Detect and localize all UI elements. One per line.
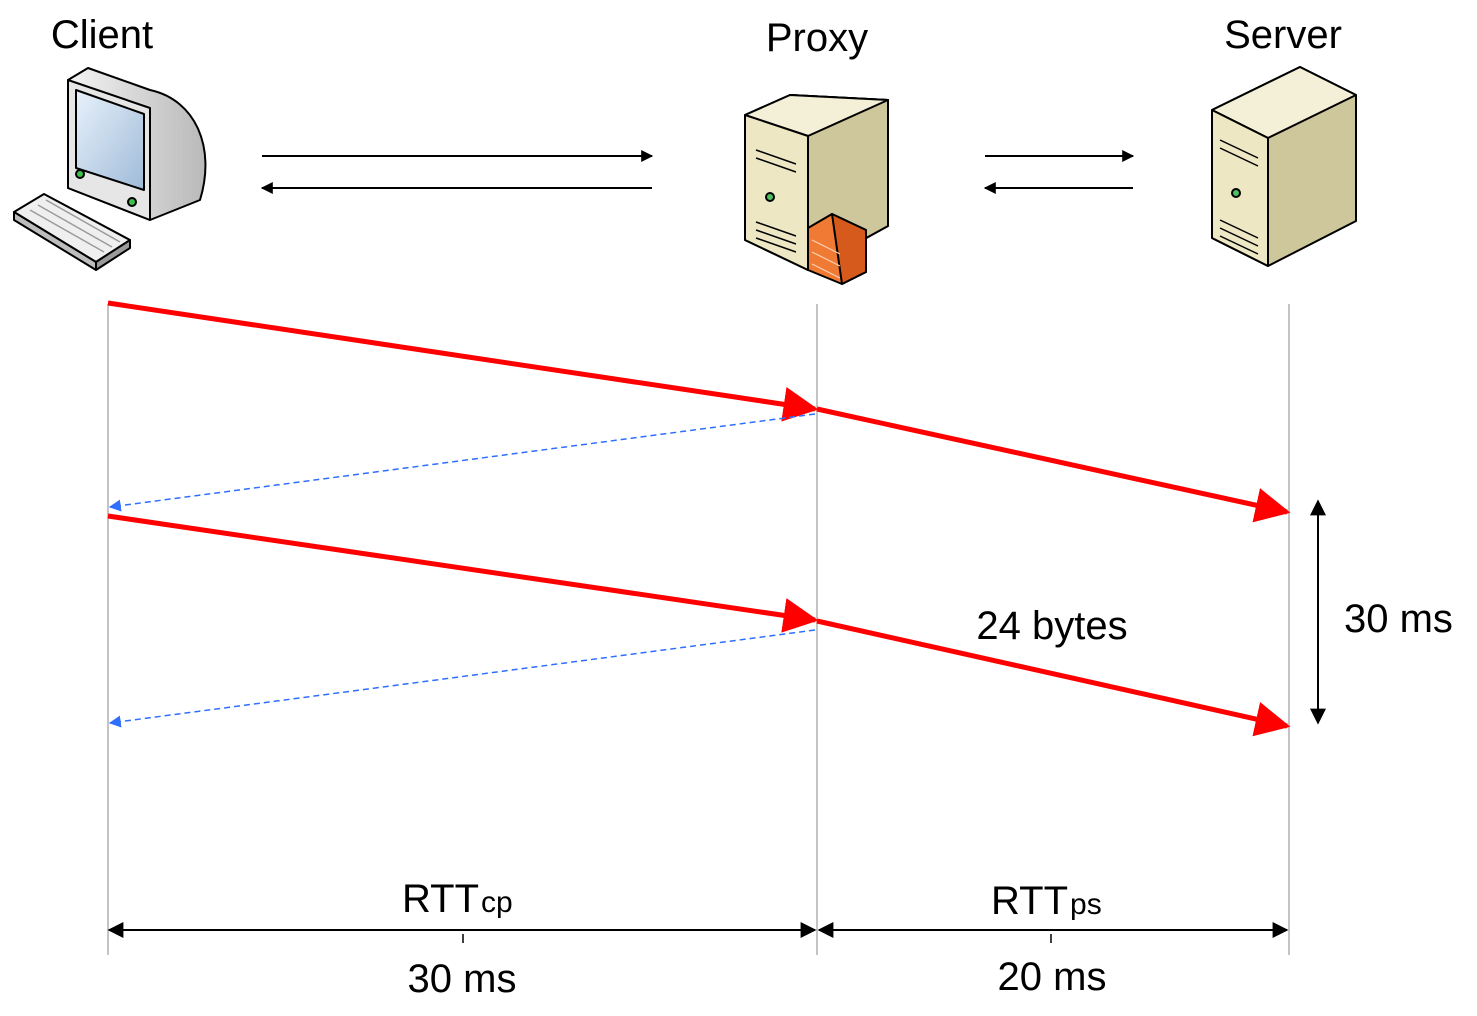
ack-arrow-proxy-to-client-2 xyxy=(108,629,816,728)
rtt-ps-subscript: ps xyxy=(1070,888,1102,921)
ack-arrow-proxy-to-client-1 xyxy=(108,413,816,512)
server-label: Server xyxy=(1224,13,1342,57)
rtt-ps-main: RTT xyxy=(991,879,1068,923)
data-arrow-proxy-to-server-2 xyxy=(816,618,1291,737)
server-firewall-icon xyxy=(744,94,889,285)
rtt-cp-main: RTT xyxy=(402,877,479,921)
client-label: Client xyxy=(51,13,153,57)
data-arrow-client-to-proxy-1 xyxy=(107,300,819,422)
proxy-label: Proxy xyxy=(766,16,868,60)
data-arrow-client-to-proxy-2 xyxy=(107,513,819,633)
computer-icon xyxy=(13,67,207,271)
data-arrow-proxy-to-server-1 xyxy=(816,406,1291,523)
payload-size-label: 24 bytes xyxy=(976,604,1127,648)
server-icon xyxy=(1211,66,1357,267)
rtt-ps-label: RTTps xyxy=(991,879,1102,923)
rtt-ps-value: 20 ms xyxy=(998,955,1107,999)
rtt-cp-subscript: cp xyxy=(481,886,513,919)
server-interval-label: 30 ms xyxy=(1344,597,1453,641)
rtt-cp-label: RTTcp xyxy=(402,877,513,921)
rtt-cp-value: 30 ms xyxy=(408,957,517,1001)
